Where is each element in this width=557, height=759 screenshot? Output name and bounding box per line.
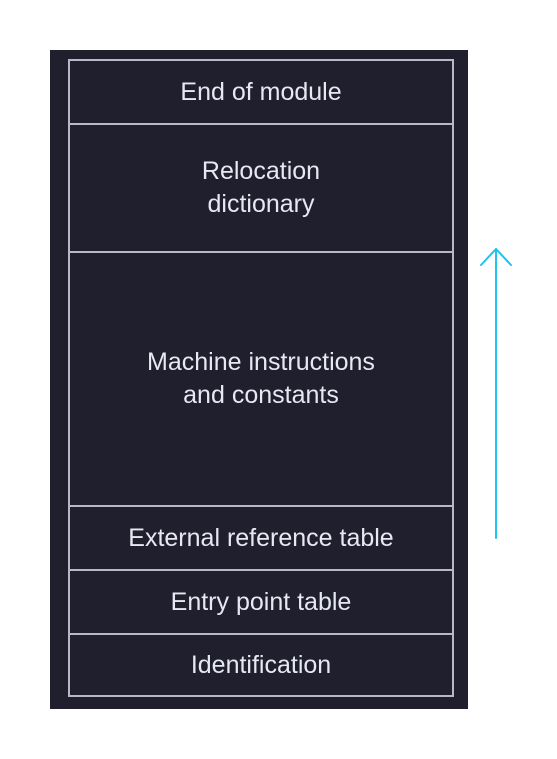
- object-module-panel: End of module Relocation dictionary Mach…: [50, 50, 468, 709]
- segment-label: Relocation dictionary: [201, 157, 321, 218]
- segment-relocation-dictionary: Relocation dictionary: [70, 125, 452, 253]
- segment-machine-instructions: Machine instructions and constants: [70, 253, 452, 507]
- up-arrow-icon: [480, 248, 512, 539]
- segment-end-of-module: End of module: [70, 61, 452, 125]
- segment-external-reference-table: External reference table: [70, 507, 452, 571]
- segment-label: External reference table: [128, 523, 394, 552]
- segment-identification: Identification: [70, 635, 452, 695]
- segment-label: Entry point table: [170, 587, 352, 616]
- segment-label: Machine instructions and constants: [147, 348, 375, 409]
- segment-label: Identification: [190, 650, 332, 679]
- module-layout-stack: End of module Relocation dictionary Mach…: [68, 59, 454, 697]
- segment-entry-point-table: Entry point table: [70, 571, 452, 635]
- segment-label: End of module: [180, 77, 342, 106]
